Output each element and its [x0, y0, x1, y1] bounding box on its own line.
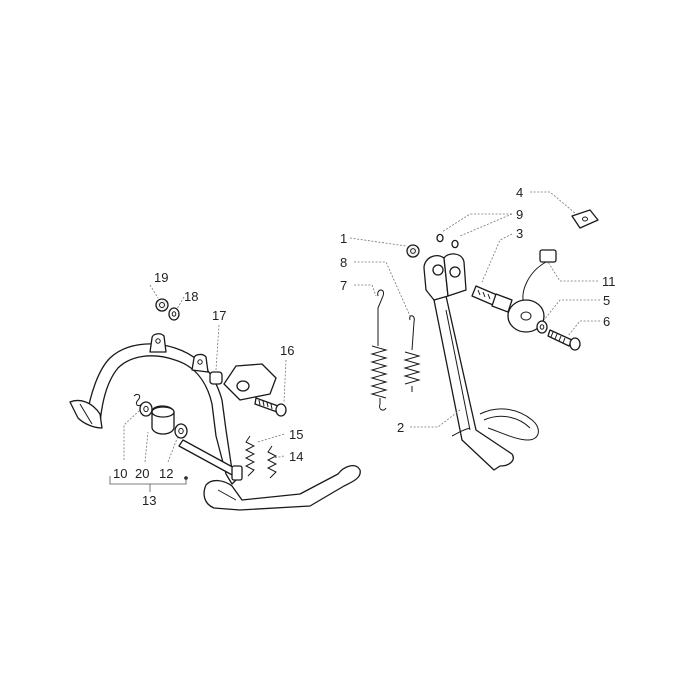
- callout-labels: 1 2 3 4 5 6 7 8 9 10 11 12 13 14 15 16 1…: [113, 185, 616, 508]
- callout-17: 17: [212, 308, 226, 323]
- callout-20: 20: [135, 466, 149, 481]
- side-stand: [370, 209, 599, 471]
- callout-4: 4: [516, 185, 523, 200]
- callout-2: 2: [397, 420, 404, 435]
- leader-lines: [109, 191, 600, 492]
- callout-6: 6: [603, 314, 610, 329]
- callout-14: 14: [289, 449, 303, 464]
- callout-9: 9: [516, 207, 523, 222]
- callout-19: 19: [154, 270, 168, 285]
- callout-10: 10: [113, 466, 127, 481]
- callout-18: 18: [184, 289, 198, 304]
- callout-16: 16: [280, 343, 294, 358]
- callout-11: 11: [602, 274, 616, 289]
- callout-3: 3: [516, 226, 523, 241]
- callout-7: 7: [340, 278, 347, 293]
- callout-1: 1: [340, 231, 347, 246]
- callout-15: 15: [289, 427, 303, 442]
- center-stand: [69, 298, 361, 511]
- callout-13: 13: [142, 493, 156, 508]
- callout-5: 5: [603, 293, 610, 308]
- callout-8: 8: [340, 255, 347, 270]
- callout-12: 12: [159, 466, 173, 481]
